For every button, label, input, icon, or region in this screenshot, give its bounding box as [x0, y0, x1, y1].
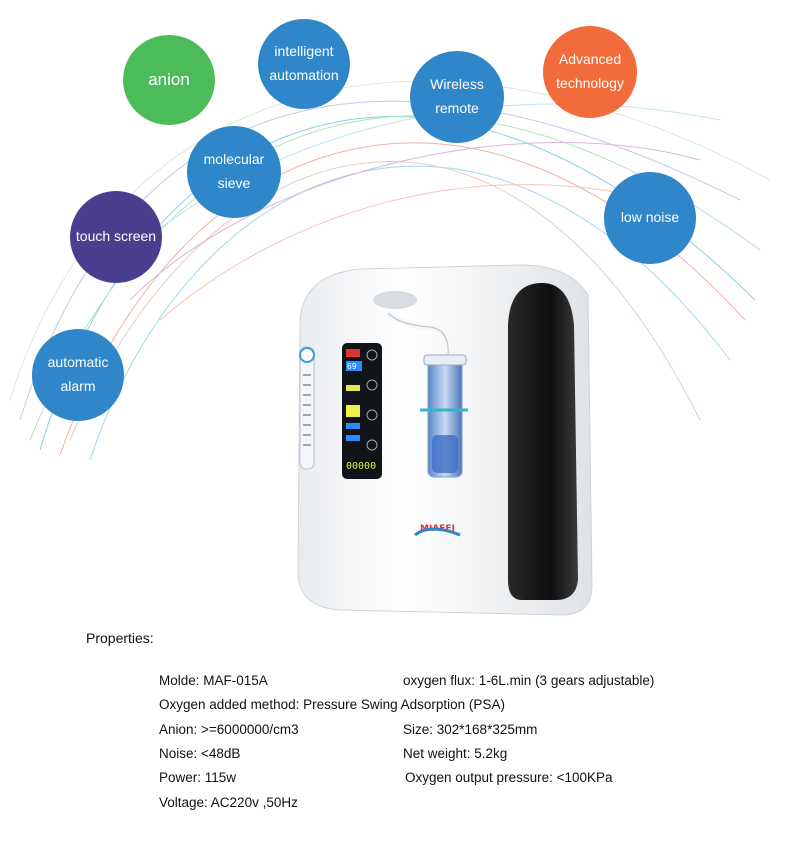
feature-label: remote [435, 100, 479, 116]
feature-label: automation [269, 67, 339, 83]
screen-readout: 69 [347, 362, 357, 371]
feature-label: automatic [47, 354, 109, 371]
property-power: Power: 115w [159, 770, 237, 785]
feature-bubble-intelligent-automation: intelligent automation [258, 19, 350, 109]
feature-label: molecular [203, 151, 265, 168]
feature-bubble-touch-screen: touch screen [70, 191, 162, 283]
feature-bubble-advanced-technology: Advanced technology [543, 26, 637, 118]
property-size: Size: 302*168*325mm [403, 722, 538, 737]
feature-label: Wireless [430, 76, 484, 93]
oxygen-concentrator-image: 00000 69 MIAFEI [297, 264, 593, 616]
property-net-weight: Net weight: 5.2kg [403, 746, 508, 761]
feature-bubble-molecular-sieve: molecular sieve [187, 126, 281, 218]
feature-bubble-automatic-alarm: automatic alarm [32, 329, 124, 421]
feature-label: anion [148, 69, 190, 89]
property-noise: Noise: <48dB [159, 746, 241, 761]
feature-bubble-wireless-remote: Wireless remote [410, 51, 504, 143]
properties-title: Properties: [86, 630, 154, 646]
feature-label: intelligent [274, 43, 334, 60]
feature-bubble-low-noise: low noise [604, 172, 696, 264]
feature-bubble-anion: anion [123, 35, 215, 125]
feature-label: touch screen [75, 228, 157, 245]
feature-label: sieve [217, 175, 251, 191]
property-oxygen-method: Oxygen added method: Pressure Swing Adso… [159, 697, 505, 712]
property-voltage: Voltage: AC220v ,50Hz [159, 795, 298, 810]
feature-label: Advanced [558, 51, 622, 68]
property-anion: Anion: >=6000000/cm3 [159, 722, 299, 737]
feature-label: technology [556, 75, 624, 91]
property-output-pressure: Oxygen output pressure: <100KPa [405, 770, 613, 785]
property-oxygen-flux: oxygen flux: 1-6L.min (3 gears adjustabl… [403, 673, 655, 688]
feature-label: alarm [60, 378, 96, 394]
feature-label: low noise [620, 209, 680, 226]
display-digits: 00000 [346, 461, 376, 472]
property-model: Molde: MAF-015A [159, 673, 268, 688]
